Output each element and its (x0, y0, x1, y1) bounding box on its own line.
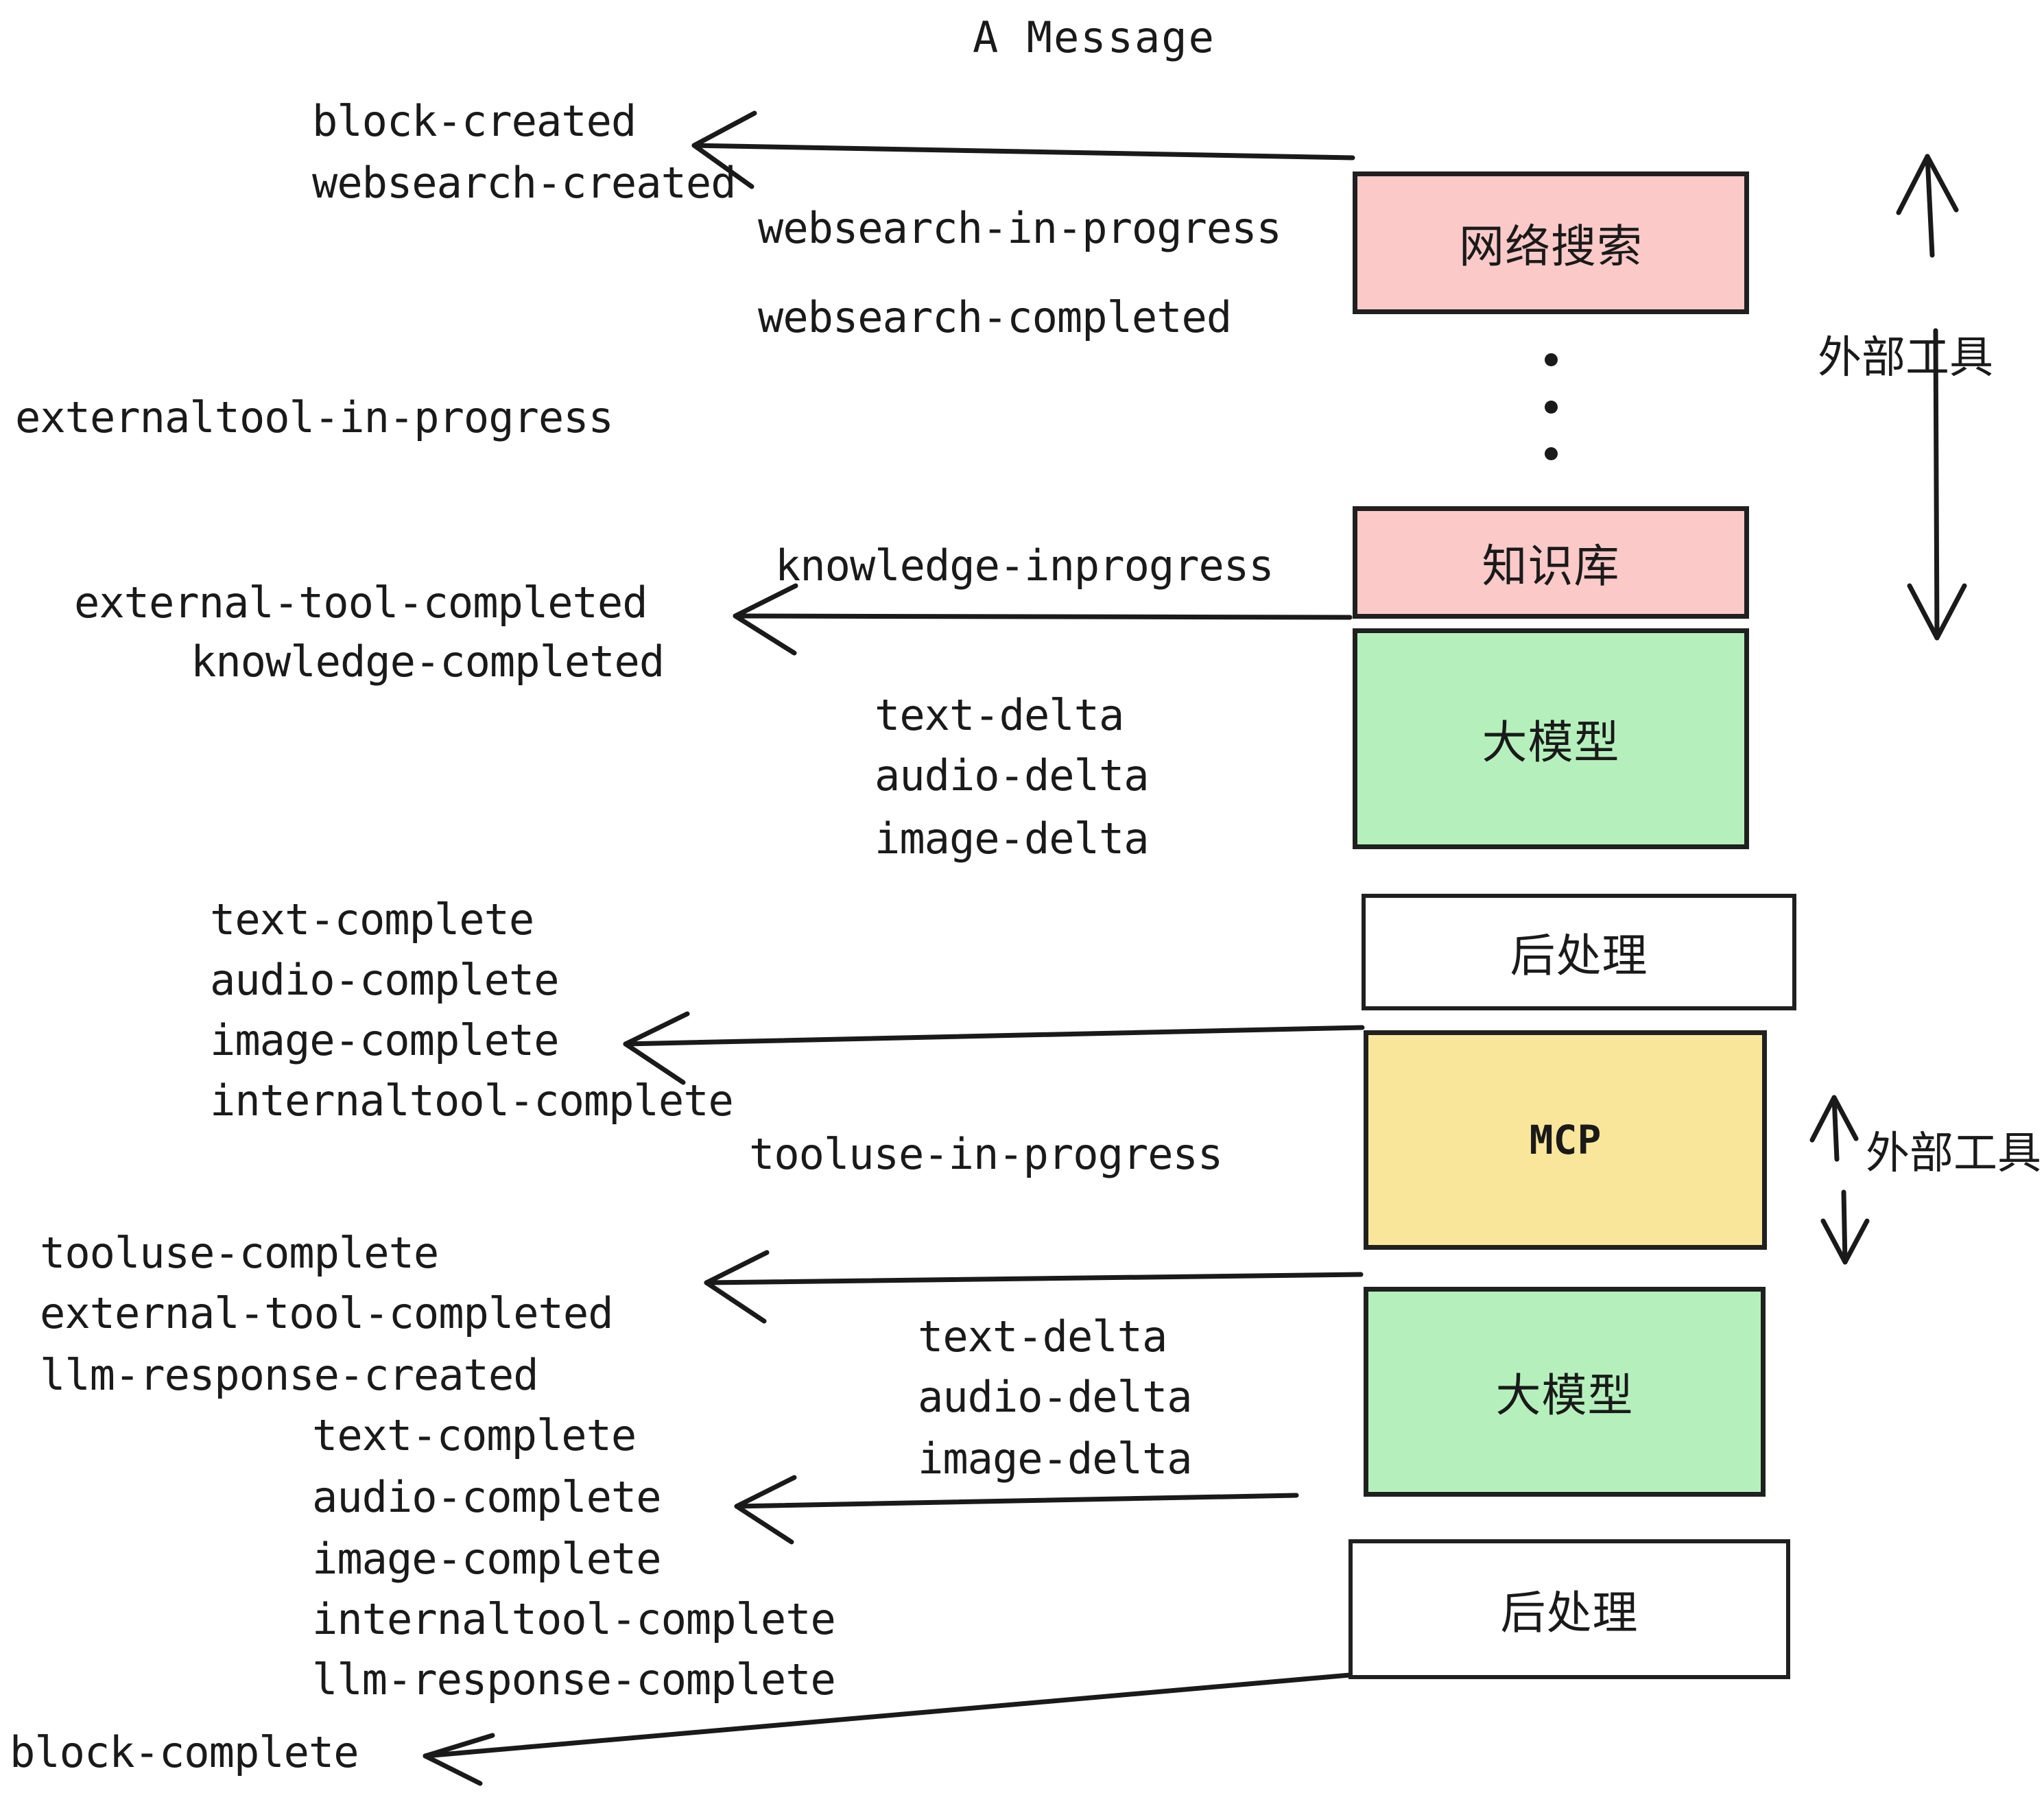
node-llm-2[interactable]: 大模型 (1364, 1287, 1766, 1497)
event-external-tool-completed-1: external-tool-completed (74, 578, 648, 628)
node-websearch-label: 网络搜索 (1459, 220, 1643, 273)
arrow-websearch-to-block-created (691, 143, 1355, 161)
side-label-external-tools-bottom: 外部工具 (1866, 1128, 2041, 1179)
arrow-knowledge-to-knowledge-completed (733, 613, 1353, 620)
event-image-delta-1: image-delta (875, 814, 1150, 864)
node-postprocess-2[interactable]: 后处理 (1348, 1539, 1790, 1679)
arrowhead-ext-top-up (1896, 154, 1959, 215)
arrowhead-ext-top-down (1907, 583, 1967, 641)
event-text-delta-2: text-delta (918, 1312, 1167, 1362)
event-image-complete-1: image-complete (210, 1015, 560, 1065)
node-postprocess-2-label: 后处理 (1500, 1587, 1639, 1639)
event-websearch-in-progress: websearch-in-progress (758, 203, 1282, 253)
event-audio-delta-2: audio-delta (918, 1372, 1193, 1422)
event-text-delta-1: text-delta (875, 690, 1124, 740)
node-mcp-label: MCP (1529, 1117, 1602, 1163)
node-llm-2-label: 大模型 (1495, 1369, 1634, 1422)
event-block-created: block-created (312, 96, 637, 146)
event-image-delta-2: image-delta (918, 1434, 1193, 1484)
event-audio-delta-1: audio-delta (875, 750, 1150, 800)
event-internaltool-complete-2: internaltool-complete (312, 1594, 836, 1644)
event-websearch-completed: websearch-completed (758, 292, 1232, 342)
node-llm-1[interactable]: 大模型 (1353, 628, 1749, 849)
event-text-complete-1: text-complete (210, 894, 534, 945)
arrow-mcp-to-tooluse-complete (704, 1272, 1364, 1285)
event-external-tool-completed-2: external-tool-completed (40, 1288, 614, 1338)
node-postprocess-1-label: 后处理 (1510, 929, 1648, 982)
event-audio-complete-1: audio-complete (210, 955, 560, 1005)
vertical-ellipsis-icon (1544, 353, 1558, 460)
event-websearch-created: websearch-created (312, 158, 737, 208)
arrow-mcp-to-image-complete (623, 1025, 1365, 1047)
node-postprocess-1[interactable]: 后处理 (1362, 894, 1796, 1010)
event-audio-complete-2: audio-complete (312, 1472, 662, 1522)
event-knowledge-inprogress: knowledge-inprogress (775, 541, 1274, 591)
arrowhead-4 (704, 1250, 770, 1324)
event-tooluse-in-progress: tooluse-in-progress (749, 1129, 1223, 1179)
event-image-complete-2: image-complete (312, 1534, 662, 1584)
event-block-complete: block-complete (10, 1727, 359, 1777)
arrowhead-ext-bot-up (1809, 1095, 1859, 1143)
arrow-external-tools-down-bottom (1841, 1189, 1848, 1265)
node-knowledge[interactable]: 知识库 (1353, 506, 1749, 619)
arrow-llm2-to-audio-complete (734, 1493, 1299, 1509)
event-text-complete-2: text-complete (312, 1410, 637, 1460)
arrowhead-3 (623, 1011, 690, 1085)
arrowhead-5 (734, 1475, 797, 1545)
event-llm-response-complete: llm-response-complete (312, 1654, 836, 1705)
event-tooluse-complete: tooluse-complete (40, 1228, 439, 1278)
event-knowledge-completed: knowledge-completed (191, 637, 665, 687)
arrowhead-6 (423, 1733, 495, 1786)
event-internaltool-complete-1: internaltool-complete (210, 1076, 734, 1126)
node-websearch[interactable]: 网络搜索 (1353, 171, 1749, 314)
arrow-external-tools-up-bottom (1831, 1095, 1840, 1162)
node-mcp[interactable]: MCP (1364, 1030, 1767, 1250)
node-llm-1-label: 大模型 (1482, 716, 1620, 769)
arrow-external-tools-up-top (1925, 154, 1935, 258)
page-title: A Message (973, 12, 1215, 62)
node-knowledge-label: 知识库 (1482, 540, 1620, 593)
arrowhead-ext-bot-down (1820, 1218, 1870, 1265)
arrowhead-2 (733, 583, 798, 656)
side-label-external-tools-top: 外部工具 (1818, 333, 1993, 383)
event-llm-response-created: llm-response-created (40, 1350, 539, 1400)
event-externaltool-in-progress: externaltool-in-progress (15, 392, 614, 442)
